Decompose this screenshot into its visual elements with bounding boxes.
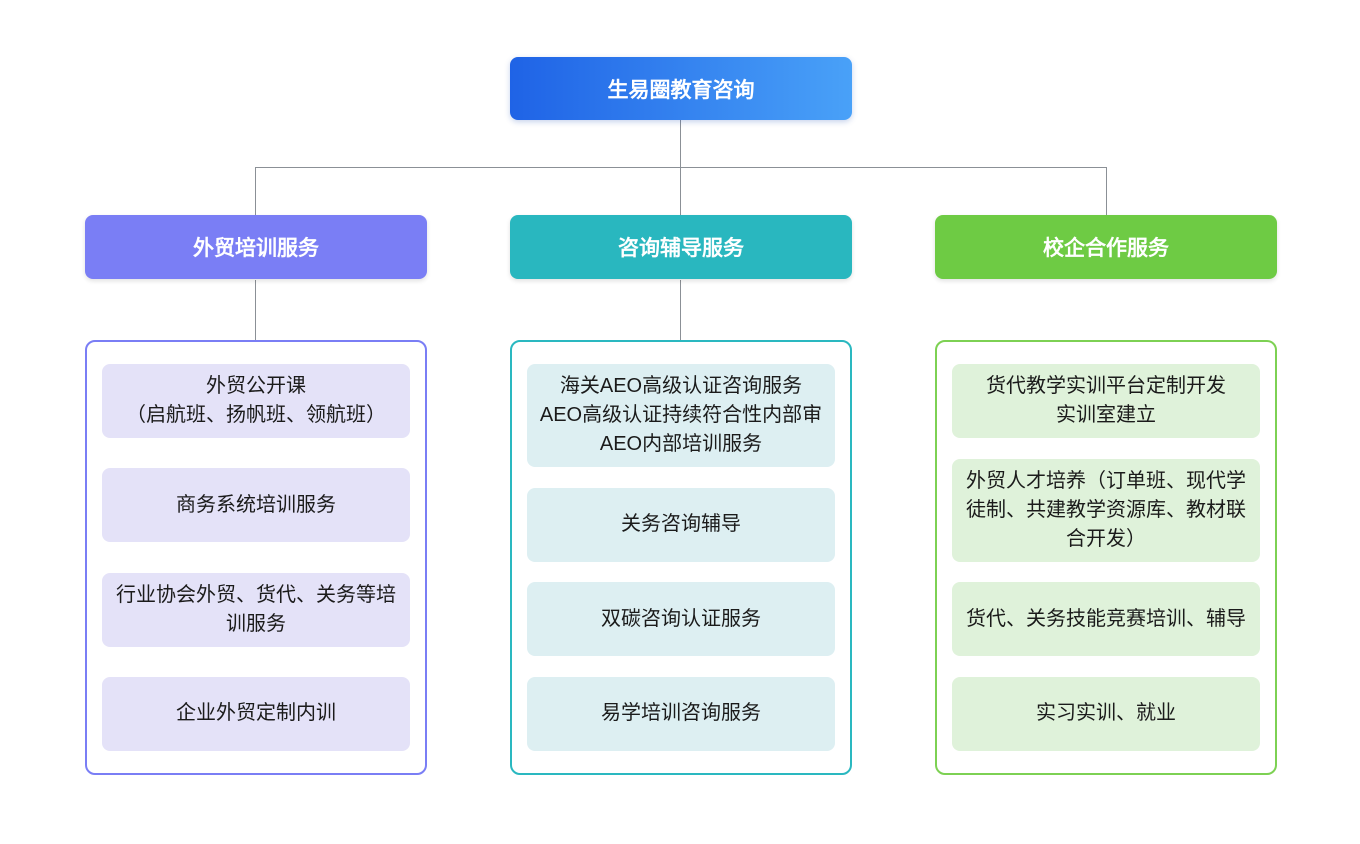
branch-header-foreign-trade-training: 外贸培训服务 bbox=[85, 215, 427, 279]
service-item: 海关AEO高级认证咨询服务 AEO高级认证持续符合性内部审 AEO内部培训服务 bbox=[527, 364, 835, 467]
root-node-label: 生易圈教育咨询 bbox=[607, 78, 755, 102]
service-item: 外贸公开课 （启航班、扬帆班、领航班） bbox=[102, 364, 410, 438]
service-item: 企业外贸定制内训 bbox=[102, 676, 410, 751]
branch-panel-school-enterprise: 货代教学实训平台定制开发 实训室建立 外贸人才培养（订单班、现代学徒制、共建教学… bbox=[935, 340, 1277, 775]
branch-header-school-enterprise: 校企合作服务 bbox=[935, 215, 1277, 279]
service-item: 易学培训咨询服务 bbox=[527, 676, 835, 751]
service-item: 货代、关务技能竞赛培训、辅导 bbox=[952, 582, 1260, 657]
service-item: 货代教学实训平台定制开发 实训室建立 bbox=[952, 364, 1260, 438]
service-item: 实习实训、就业 bbox=[952, 676, 1260, 751]
service-item: 商务系统培训服务 bbox=[102, 468, 410, 543]
service-item: 外贸人才培养（订单班、现代学徒制、共建教学资源库、教材联合开发） bbox=[952, 458, 1260, 562]
connector-left-header-to-panel bbox=[255, 280, 256, 340]
root-node: 生易圈教育咨询 bbox=[510, 57, 852, 120]
branch-panel-consulting-coaching: 海关AEO高级认证咨询服务 AEO高级认证持续符合性内部审 AEO内部培训服务 … bbox=[510, 340, 852, 775]
connector-mid-header-to-panel bbox=[680, 280, 681, 340]
connector-right-branch-drop bbox=[1106, 167, 1107, 215]
service-item: 行业协会外贸、货代、关务等培训服务 bbox=[102, 572, 410, 647]
branch-header-consulting-coaching: 咨询辅导服务 bbox=[510, 215, 852, 279]
branch-panel-foreign-trade-training: 外贸公开课 （启航班、扬帆班、领航班） 商务系统培训服务 行业协会外贸、货代、关… bbox=[85, 340, 427, 775]
service-item: 双碳咨询认证服务 bbox=[527, 582, 835, 657]
connector-left-branch-drop bbox=[255, 167, 256, 215]
connector-horizontal bbox=[255, 167, 1107, 168]
service-item: 关务咨询辅导 bbox=[527, 487, 835, 562]
